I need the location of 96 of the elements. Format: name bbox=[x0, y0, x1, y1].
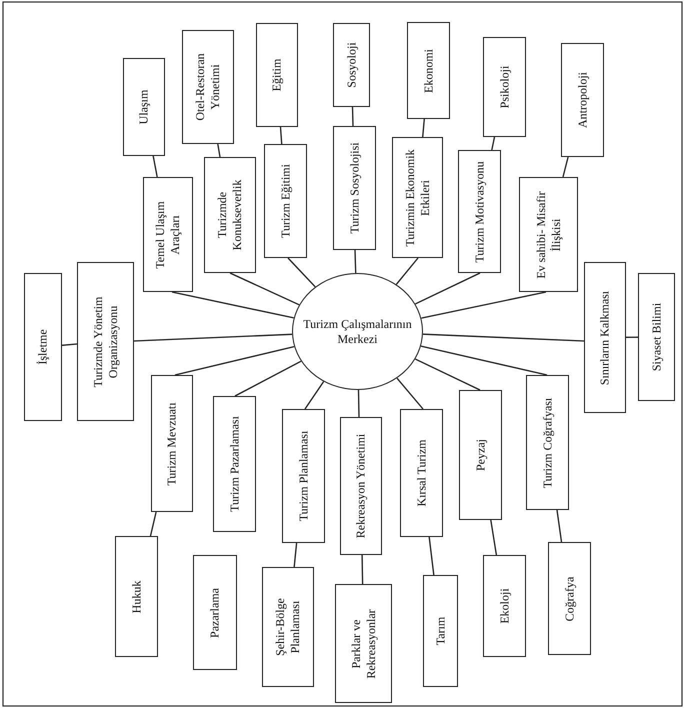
connector-line bbox=[626, 336, 638, 338]
topic-label: Turizm Mevzuatı bbox=[164, 402, 180, 486]
topic-label: Turizm Planlaması bbox=[296, 430, 311, 522]
connector-line bbox=[422, 334, 584, 342]
topic-label: Ekoloji bbox=[497, 588, 512, 624]
topic-label: Hukuk bbox=[129, 580, 144, 613]
topic-box bbox=[340, 417, 382, 555]
topic-box bbox=[423, 575, 458, 687]
topic-label: Turizm Coğrafyası bbox=[540, 397, 555, 488]
topic-label: Sosyoloji bbox=[344, 42, 359, 88]
topic-box bbox=[115, 536, 158, 657]
topic-box bbox=[458, 150, 501, 273]
connector-line bbox=[174, 346, 294, 376]
topic-box bbox=[584, 262, 626, 413]
topic-box bbox=[519, 177, 578, 292]
topic-box bbox=[407, 22, 450, 119]
connector-line bbox=[304, 381, 324, 410]
connector-line bbox=[152, 156, 158, 178]
connector-line bbox=[352, 106, 354, 126]
topic-box bbox=[151, 375, 193, 512]
connector-line bbox=[361, 554, 364, 584]
topic-label: Otel-Restoran Yönetimi bbox=[193, 52, 223, 123]
topic-box bbox=[548, 542, 591, 655]
connector-line bbox=[428, 536, 434, 576]
topic-box bbox=[256, 23, 298, 127]
topic-label: İşletme bbox=[36, 329, 50, 365]
topic-box bbox=[459, 390, 502, 520]
connector-line bbox=[415, 358, 480, 391]
topic-label: Ekonomi bbox=[421, 48, 436, 92]
connector-line bbox=[354, 250, 356, 274]
connector-line bbox=[490, 520, 498, 556]
topic-label: Ulaşım bbox=[136, 90, 152, 124]
connector-line bbox=[280, 126, 282, 144]
topic-label: Siyaset Bilimi bbox=[649, 302, 664, 372]
topic-label: Turizm Sosyolojisi bbox=[347, 142, 362, 234]
topic-box bbox=[264, 144, 307, 258]
topic-box bbox=[638, 273, 675, 401]
topic-box bbox=[262, 567, 314, 687]
topic-box bbox=[526, 375, 569, 510]
topic-box bbox=[335, 584, 392, 703]
connector-line bbox=[62, 343, 78, 346]
topic-box bbox=[392, 137, 443, 258]
topic-box bbox=[204, 157, 256, 273]
topic-label: Kırsal Turizm bbox=[414, 440, 429, 507]
connector-line bbox=[396, 258, 418, 285]
topic-label: Turizmin Ekonomik Etkileri bbox=[402, 148, 432, 248]
topic-label: Rekreasyon Yönetimi bbox=[354, 434, 368, 538]
topic-box bbox=[483, 555, 526, 657]
connector-line bbox=[562, 156, 569, 178]
connector-line bbox=[150, 512, 157, 536]
topic-box bbox=[143, 177, 193, 292]
topic-label: Temel Ulaşım Araçları bbox=[153, 200, 183, 270]
topic-box bbox=[400, 409, 443, 537]
topic-box bbox=[193, 555, 237, 670]
topic-label: Şehir-Bölge Planlaması bbox=[273, 597, 303, 658]
topic-box bbox=[77, 262, 134, 421]
topic-box bbox=[483, 37, 526, 137]
topic-label: Peyzaj bbox=[473, 439, 488, 471]
topic-label: Turizm Motivasyonu bbox=[472, 160, 487, 262]
topic-label: Turizmde Yönetim Organizasyonu bbox=[90, 295, 120, 390]
topic-box bbox=[333, 23, 370, 107]
topic-label: Sınırların Kalkması bbox=[598, 290, 612, 385]
connector-line bbox=[134, 334, 292, 342]
connector-line bbox=[421, 291, 546, 319]
topic-label: Pazarlama bbox=[208, 588, 222, 638]
topic-label: Coğrafya bbox=[562, 576, 577, 621]
topic-label: Turizmde Konukseverlik bbox=[215, 178, 245, 252]
topic-label: Turizm Pazarlaması bbox=[227, 416, 242, 512]
center-label: Turizm Çalışmalarının Merkezi bbox=[302, 317, 412, 346]
connector-line bbox=[234, 360, 302, 397]
connector-line bbox=[396, 378, 424, 410]
connector-line bbox=[230, 272, 300, 306]
topic-label: Parklar ve Rekreasyonlar bbox=[348, 608, 378, 680]
topic-label: Eğitim bbox=[270, 58, 284, 92]
topic-label: Turizm Eğitimi bbox=[278, 164, 293, 238]
topic-box bbox=[123, 58, 165, 156]
connector-line bbox=[172, 291, 294, 319]
topic-label: Tarım bbox=[433, 616, 448, 646]
connector-line bbox=[556, 510, 562, 542]
connector-line bbox=[415, 272, 480, 304]
connector-line bbox=[294, 542, 298, 568]
topic-label: Psikoloji bbox=[497, 66, 512, 108]
topic-box bbox=[561, 43, 604, 157]
topic-box bbox=[24, 273, 62, 421]
connector-line bbox=[358, 390, 360, 418]
connector-line bbox=[420, 345, 548, 376]
connector-line bbox=[217, 144, 221, 158]
topic-label: Ev sahibi- Misafir İlişkisi bbox=[534, 190, 564, 280]
topic-label: Antropoloji bbox=[575, 72, 590, 128]
topic-box bbox=[333, 126, 376, 250]
connector-line bbox=[491, 136, 496, 150]
connector-line bbox=[288, 258, 316, 288]
topic-box bbox=[182, 30, 234, 144]
topic-box bbox=[282, 409, 325, 543]
connector-line bbox=[422, 118, 425, 138]
topic-box bbox=[213, 396, 256, 532]
